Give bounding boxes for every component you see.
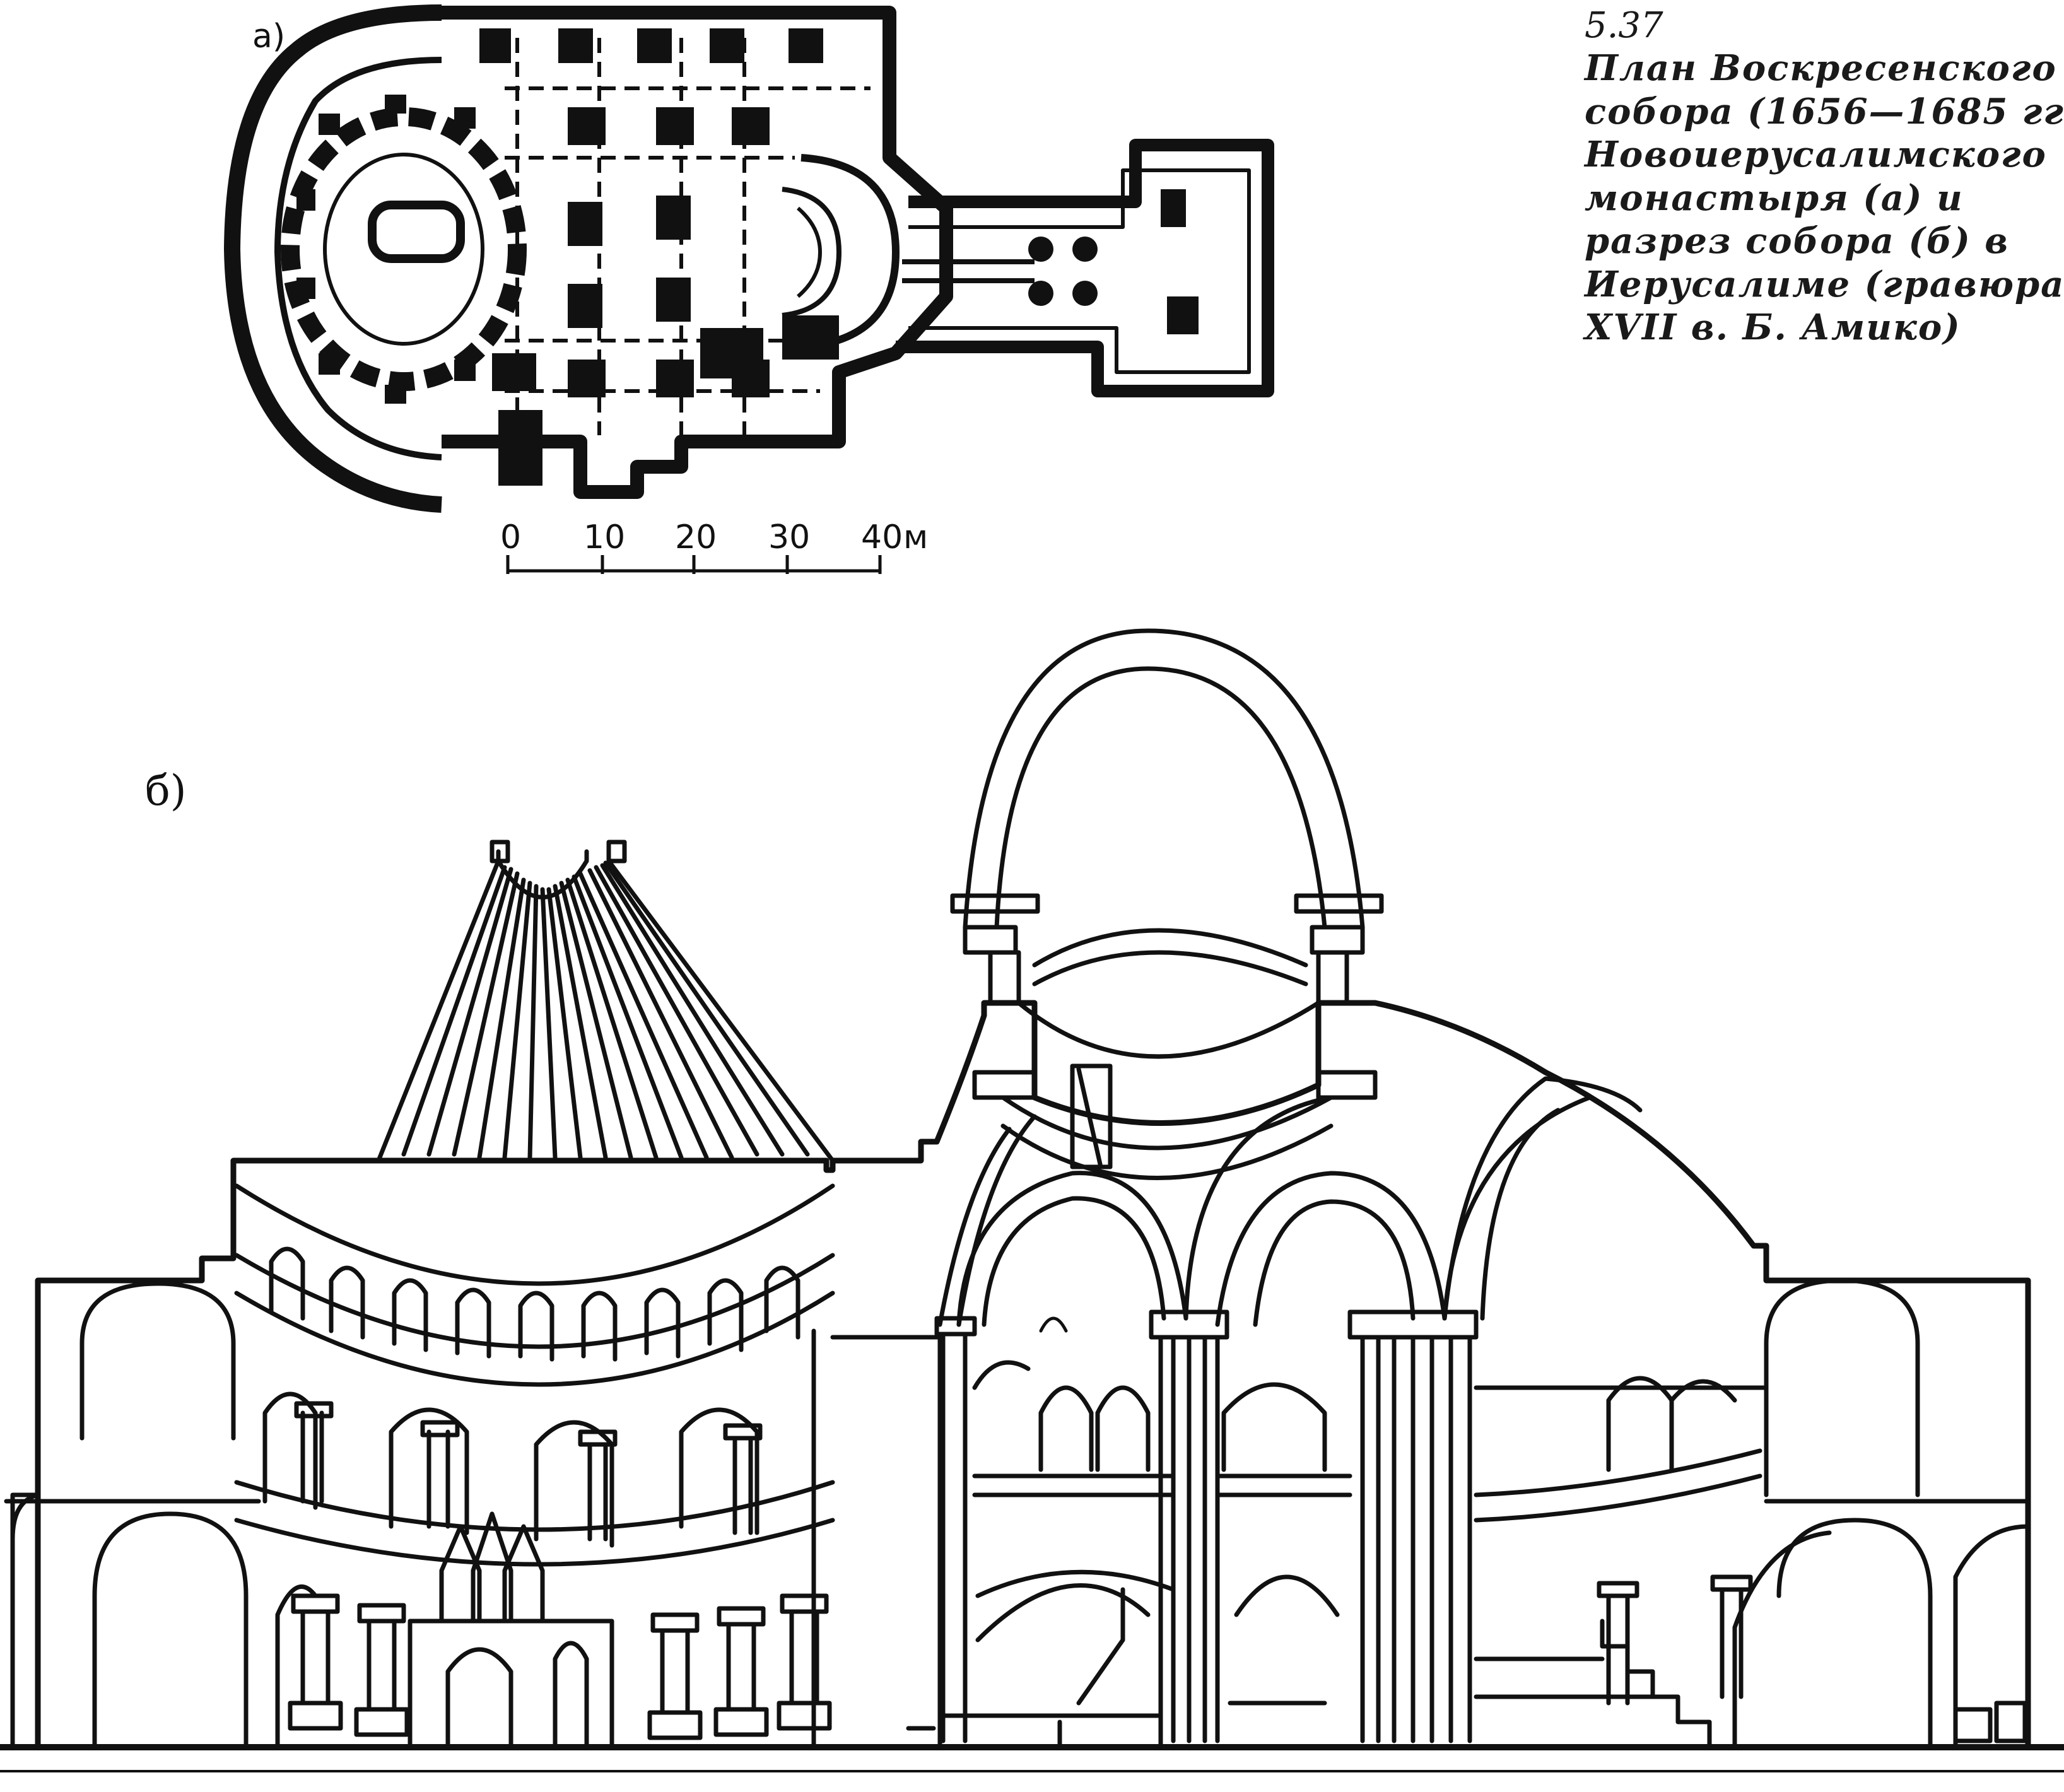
section-rotunda-colonnade [275, 1584, 832, 1750]
scale-tick-30: 30 [768, 518, 811, 556]
section-outer-profile [35, 1000, 2031, 1750]
scale-tick-20: 20 [675, 518, 717, 556]
plan-aedicule [368, 201, 465, 263]
section-clustered-piers [934, 1309, 1479, 1743]
plan-rotunda-core [323, 153, 484, 346]
plan-eastern-extension [896, 139, 1274, 397]
plan-rotunda-outer-wall [224, 4, 442, 513]
plan-piers [296, 28, 1199, 486]
section-aisle-bays [937, 1360, 1769, 1750]
section-aedicule [408, 1511, 614, 1750]
plan-label: а) [252, 18, 286, 56]
plan-apse [800, 154, 900, 351]
plan-main-body [442, 6, 953, 499]
figure-number: 5.37 [1585, 5, 1663, 46]
section-eastern-bays [1474, 1278, 2031, 1750]
section-crossing-arches [937, 1076, 1643, 1327]
section-label: б) [145, 766, 187, 815]
section-rotunda-cone [376, 840, 835, 1163]
caption-line: План Воскресенского [1585, 47, 2057, 89]
scale-unit: м [903, 518, 929, 556]
section-rotunda-drum [234, 1183, 835, 1567]
scale-tick-0: 0 [500, 518, 522, 556]
caption-line: Новоиерусалимского [1585, 134, 2047, 175]
scale-bar [506, 555, 882, 574]
plan-rotunda-ring [281, 107, 527, 391]
caption-line: собора (1656—1685 гг.) [1585, 90, 2064, 132]
caption-line: монастыря (а) и [1585, 177, 1964, 219]
caption-line: Иерусалиме (гравюра [1585, 263, 2064, 305]
section-central-dome [950, 628, 1384, 1180]
plan-rotunda-inner-wall [274, 57, 442, 460]
caption-line: XVII в. Б. Амико) [1585, 307, 1961, 348]
caption-line: разрез собора (б) в [1585, 220, 2010, 262]
scale-tick-40: 40 [861, 518, 903, 556]
figure-caption: 5.37 План Воскресенского собора (1656—16… [1585, 5, 2064, 349]
scale-tick-10: 10 [583, 518, 626, 556]
